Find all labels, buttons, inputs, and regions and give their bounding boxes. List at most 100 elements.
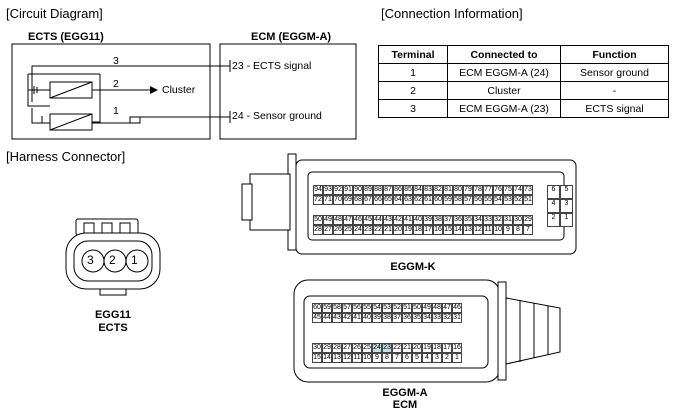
eggm-k-pin-42: 42 bbox=[393, 215, 403, 225]
eggm-a-pin-55: 55 bbox=[362, 303, 372, 313]
eggm-k-pin-92: 92 bbox=[333, 185, 343, 195]
eggm-k-side-pin-1: 1 bbox=[560, 213, 573, 227]
eggm-a-pin-24: 24 bbox=[372, 343, 382, 353]
grid-spacer bbox=[333, 205, 343, 215]
grid-spacer bbox=[383, 205, 393, 215]
eggm-k-pin-59: 59 bbox=[443, 195, 453, 205]
grid-spacer bbox=[382, 323, 392, 333]
eggm-a-pin-53: 53 bbox=[382, 303, 392, 313]
eggm-k-pin-67: 67 bbox=[363, 195, 373, 205]
cell-terminal: 2 bbox=[378, 81, 448, 100]
eggm-k-pin-26: 26 bbox=[333, 225, 343, 235]
eggm-k-pin-44: 44 bbox=[373, 215, 383, 225]
cluster-arrow bbox=[150, 86, 158, 94]
grid-spacer bbox=[422, 333, 432, 343]
eggm-k-pin-53: 53 bbox=[503, 195, 513, 205]
eggm-a-pin-49: 49 bbox=[422, 303, 432, 313]
grid-spacer bbox=[433, 205, 443, 215]
grid-spacer bbox=[423, 205, 433, 215]
eggm-k-pin-27: 27 bbox=[323, 225, 333, 235]
grid-spacer bbox=[342, 323, 352, 333]
eggm-k-pin-65: 65 bbox=[383, 195, 393, 205]
eggm-k-pin-9: 9 bbox=[503, 225, 513, 235]
grid-spacer bbox=[393, 205, 403, 215]
cell-connected-to: ECM EGGM-A (23) bbox=[447, 99, 561, 118]
eggm-a-pin-18: 18 bbox=[432, 343, 442, 353]
eggm-k-pin-31: 31 bbox=[503, 215, 513, 225]
grid-spacer bbox=[332, 323, 342, 333]
eggm-a-pin-29: 29 bbox=[322, 343, 332, 353]
eggm-a-pin-52: 52 bbox=[392, 303, 402, 313]
eggm-a-pin-59: 59 bbox=[322, 303, 332, 313]
cluster-label: Cluster bbox=[162, 84, 196, 96]
eggm-k-pin-93: 93 bbox=[323, 185, 333, 195]
eggm-k-pin-58: 58 bbox=[453, 195, 463, 205]
eggm-a-pin-4: 4 bbox=[422, 353, 432, 363]
grid-spacer bbox=[503, 205, 513, 215]
table-row: 3 ECM EGGM-A (23) ECTS signal bbox=[378, 99, 669, 118]
eggm-k-pin-12: 12 bbox=[473, 225, 483, 235]
grid-spacer bbox=[442, 323, 452, 333]
eggm-k-pin-8: 8 bbox=[513, 225, 523, 235]
table-row: 2 Cluster - bbox=[378, 81, 669, 100]
eggm-k-pin-45: 45 bbox=[363, 215, 373, 225]
eggm-k-pin-87: 87 bbox=[383, 185, 393, 195]
pin-3-label: 3 bbox=[113, 55, 119, 67]
eggm-k-pin-68: 68 bbox=[353, 195, 363, 205]
eggm-k-side-pin-2: 2 bbox=[547, 213, 560, 227]
eggm-k-pin-11: 11 bbox=[483, 225, 493, 235]
eggm-a-pin-47: 47 bbox=[442, 303, 452, 313]
eggm-a-pin-19: 19 bbox=[422, 343, 432, 353]
eggm-a-pin-50: 50 bbox=[412, 303, 422, 313]
cell-function: ECTS signal bbox=[560, 99, 669, 118]
eggm-k-pin-86: 86 bbox=[393, 185, 403, 195]
grid-spacer bbox=[342, 333, 352, 343]
eggm-k-pin-54: 54 bbox=[493, 195, 503, 205]
eggm-a-pin-25: 25 bbox=[362, 343, 372, 353]
eggm-k-side-pin-3: 3 bbox=[560, 199, 573, 213]
eggm-a-pin-32: 32 bbox=[442, 313, 452, 323]
grid-spacer bbox=[402, 323, 412, 333]
cell-connected-to: Cluster bbox=[447, 81, 561, 100]
grid-spacer bbox=[432, 323, 442, 333]
eggm-k-pin-64: 64 bbox=[393, 195, 403, 205]
eggm-k-pin-10: 10 bbox=[493, 225, 503, 235]
grid-spacer bbox=[323, 205, 333, 215]
eggm-k-pin-71: 71 bbox=[323, 195, 333, 205]
egg11-sub: ECTS bbox=[98, 322, 128, 334]
grid-spacer bbox=[473, 205, 483, 215]
grid-spacer bbox=[513, 205, 523, 215]
grid-spacer bbox=[332, 333, 342, 343]
eggm-k-pin-22: 22 bbox=[373, 225, 383, 235]
ecm-pin-24-label: 24 - Sensor ground bbox=[232, 110, 322, 122]
eggm-k-pin-76: 76 bbox=[493, 185, 503, 195]
grid-spacer bbox=[363, 205, 373, 215]
eggm-k-side-pin-5: 5 bbox=[560, 185, 573, 199]
eggm-k-pin-63: 63 bbox=[403, 195, 413, 205]
grid-spacer bbox=[453, 205, 463, 215]
eggm-a-pin-16: 16 bbox=[452, 343, 462, 353]
col-terminal: Terminal bbox=[378, 45, 448, 64]
eggm-a-pin-34: 34 bbox=[422, 313, 432, 323]
grid-spacer bbox=[362, 323, 372, 333]
eggm-k-pin-7: 7 bbox=[523, 225, 533, 235]
grid-spacer bbox=[413, 205, 423, 215]
eggm-k-pin-74: 74 bbox=[513, 185, 523, 195]
eggm-k-pin-72: 72 bbox=[313, 195, 323, 205]
eggm-k-pin-21: 21 bbox=[383, 225, 393, 235]
eggm-k-pin-91: 91 bbox=[343, 185, 353, 195]
grid-spacer bbox=[322, 333, 332, 343]
eggm-k-pin-46: 46 bbox=[353, 215, 363, 225]
eggm-k-name: EGGM-K bbox=[390, 261, 436, 273]
grid-spacer bbox=[353, 205, 363, 215]
eggm-k-pin-57: 57 bbox=[463, 195, 473, 205]
eggm-k-pin-61: 61 bbox=[423, 195, 433, 205]
eggm-k-pin-28: 28 bbox=[313, 225, 323, 235]
grid-spacer bbox=[312, 333, 322, 343]
eggm-k-pin-52: 52 bbox=[513, 195, 523, 205]
circuit-diagram-heading: [Circuit Diagram] bbox=[6, 6, 103, 21]
eggm-a-pin-44: 44 bbox=[322, 313, 332, 323]
eggm-a-pin-48: 48 bbox=[432, 303, 442, 313]
cell-terminal: 3 bbox=[378, 99, 448, 118]
pin-1-label: 1 bbox=[113, 105, 119, 117]
